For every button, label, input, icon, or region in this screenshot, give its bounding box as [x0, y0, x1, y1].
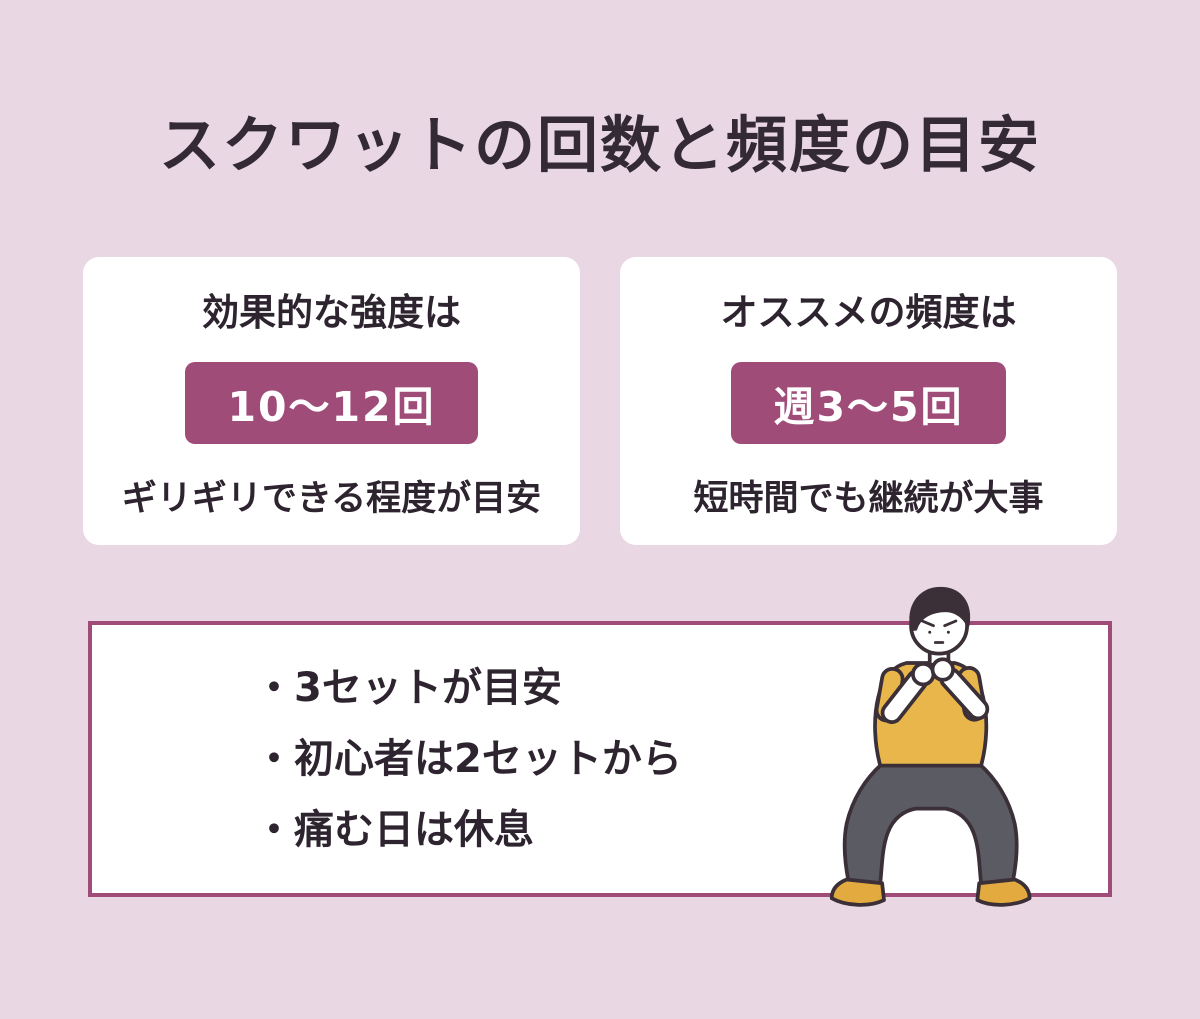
- tip-item: ・3セットが目安: [254, 665, 562, 712]
- tips-section: ・3セットが目安 ・初心者は2セットから ・痛む日は休息: [88, 587, 1112, 907]
- infographic-page: スクワットの回数と頻度の目安 効果的な強度は 10〜12回 ギリギリできる程度が…: [0, 110, 1200, 907]
- left-shoe: [829, 877, 886, 907]
- frequency-card-note: 短時間でも継続が大事: [693, 478, 1044, 519]
- tips-list: ・3セットが目安 ・初心者は2セットから ・痛む日は休息: [254, 666, 682, 852]
- intensity-card: 効果的な強度は 10〜12回 ギリギリできる程度が目安: [83, 257, 580, 546]
- face: [920, 619, 958, 644]
- intensity-badge: 10〜12回: [185, 361, 478, 444]
- intensity-card-note: ギリギリできる程度が目安: [121, 478, 542, 519]
- frequency-badge: 週3〜5回: [731, 361, 1006, 444]
- tip-item: ・痛む日は休息: [254, 807, 534, 854]
- left-fist: [911, 662, 936, 687]
- squatting-man-illustration: [829, 587, 1032, 907]
- hair: [909, 587, 971, 631]
- cards-row: 効果的な強度は 10〜12回 ギリギリできる程度が目安 オススメの頻度は 週3〜…: [0, 257, 1200, 546]
- intensity-card-heading: 効果的な強度は: [202, 290, 461, 334]
- right-fist: [930, 657, 955, 682]
- frequency-card-heading: オススメの頻度は: [720, 290, 1017, 334]
- page-title: スクワットの回数と頻度の目安: [158, 110, 1041, 181]
- right-shoe: [975, 877, 1032, 907]
- tip-item: ・初心者は2セットから: [254, 736, 682, 783]
- frequency-card: オススメの頻度は 週3〜5回 短時間でも継続が大事: [620, 257, 1117, 546]
- pants: [842, 762, 1019, 886]
